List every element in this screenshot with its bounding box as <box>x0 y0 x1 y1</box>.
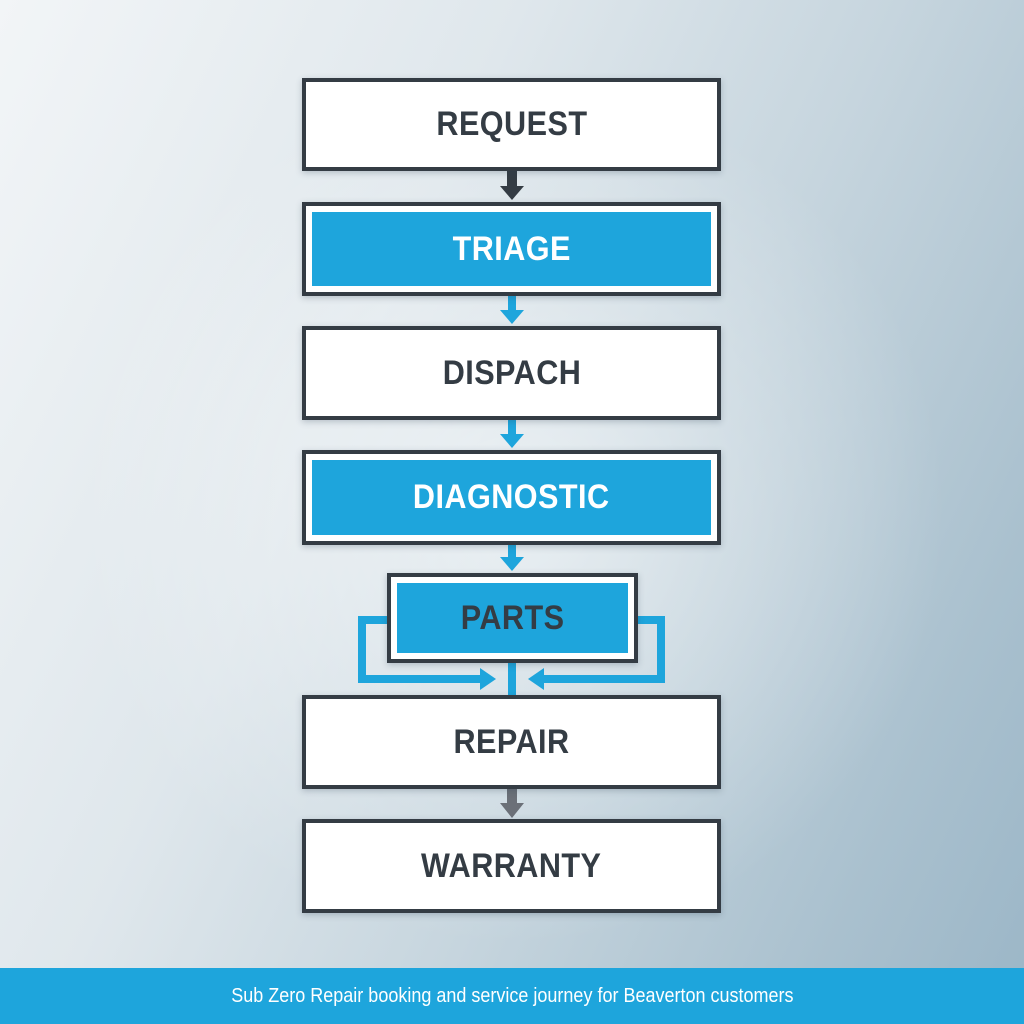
step-request: REQUEST <box>302 78 721 171</box>
step-diagnostic: DIAGNOSTIC <box>302 450 721 545</box>
step-label: TRIAGE <box>452 229 571 268</box>
arrow-dispatch-diagnostic <box>500 419 524 448</box>
arrow-triage-dispatch <box>500 295 524 324</box>
footer-banner: Sub Zero Repair booking and service jour… <box>0 968 1024 1024</box>
step-repair: REPAIR <box>302 695 721 789</box>
step-label: DISPACH <box>442 353 581 392</box>
arrow-repair-warranty <box>500 787 524 818</box>
step-label: PARTS <box>460 598 565 637</box>
step-warranty: WARRANTY <box>302 819 721 913</box>
step-parts: PARTS <box>387 573 638 663</box>
step-triage: TRIAGE <box>302 202 721 296</box>
loop-right-arrow <box>528 616 665 690</box>
arrow-diagnostic-parts <box>500 544 524 571</box>
step-label: WARRANTY <box>421 846 602 885</box>
line-parts-repair <box>508 660 516 698</box>
step-dispatch: DISPACH <box>302 326 721 420</box>
arrow-request-triage <box>500 169 524 200</box>
step-label: DIAGNOSTIC <box>413 478 610 516</box>
step-label: REPAIR <box>453 722 570 761</box>
step-label: REQUEST <box>435 105 588 143</box>
footer-caption: Sub Zero Repair booking and service jour… <box>230 984 794 1007</box>
loop-left-arrow <box>358 616 496 690</box>
